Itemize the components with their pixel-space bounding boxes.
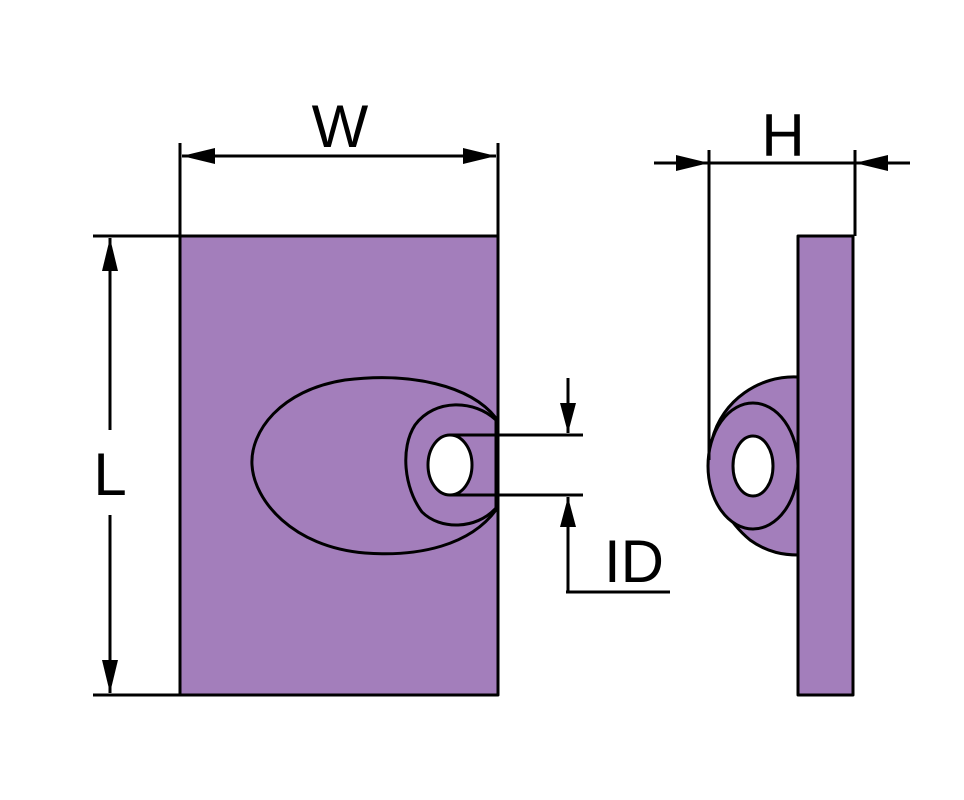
side-view xyxy=(706,234,855,697)
side-plate xyxy=(796,234,855,697)
id-arrow-top xyxy=(560,403,576,433)
id-arrow-bottom xyxy=(560,497,576,527)
dimension-inner-diameter: ID xyxy=(450,378,670,595)
height-arrow-left xyxy=(676,155,709,171)
front-mounting-hole xyxy=(426,433,474,497)
width-arrow-right xyxy=(463,148,496,164)
length-arrow-bottom xyxy=(102,660,118,693)
dimension-length: L xyxy=(93,234,180,697)
width-arrow-left xyxy=(182,148,215,164)
length-label: L xyxy=(93,441,126,508)
dimension-width: W xyxy=(178,93,500,236)
height-arrow-right xyxy=(855,155,888,171)
width-label: W xyxy=(312,93,369,160)
dimension-height: H xyxy=(654,102,910,460)
id-label: ID xyxy=(604,528,664,595)
length-arrow-top xyxy=(102,238,118,271)
height-label: H xyxy=(761,102,804,169)
side-mounting-hole xyxy=(731,434,775,498)
front-view xyxy=(178,234,500,697)
